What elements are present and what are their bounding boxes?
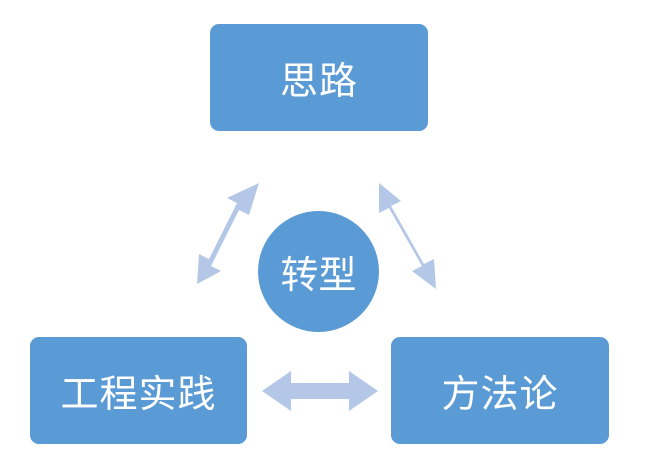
arrow-top-left xyxy=(197,183,259,284)
node-methodology: 方法论 xyxy=(391,337,609,444)
center-transformation-label: 转型 xyxy=(280,253,357,297)
node-engineering-practice: 工程实践 xyxy=(30,337,247,444)
node-approach-label: 思路 xyxy=(279,59,358,103)
arrow-top-right xyxy=(379,183,436,289)
center-transformation: 转型 xyxy=(258,211,379,332)
node-engineering-practice-label: 工程实践 xyxy=(60,372,217,416)
arrow-left-right xyxy=(262,371,378,411)
node-approach: 思路 xyxy=(210,24,428,131)
node-methodology-label: 方法论 xyxy=(441,372,559,416)
